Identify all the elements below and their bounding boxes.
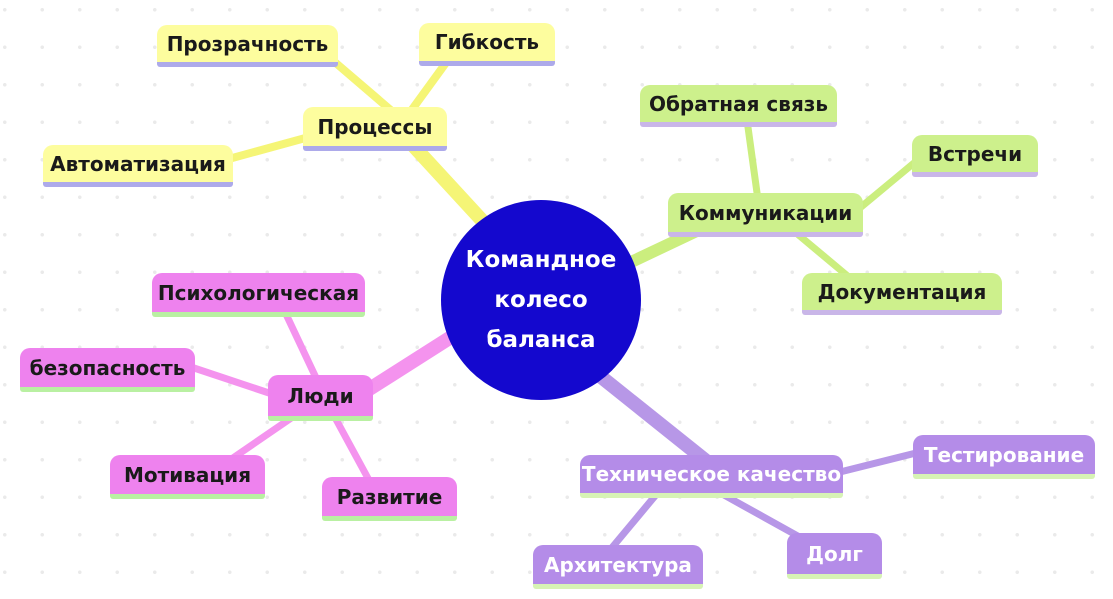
subtopic-label: Тестирование: [923, 442, 1085, 467]
central-topic-line1: Командное колесо: [465, 247, 617, 313]
subtopic-architecture[interactable]: Архитектура: [533, 545, 703, 589]
subtopic-safety[interactable]: безопасность: [20, 348, 195, 392]
subtopic-debt[interactable]: Долг: [787, 533, 882, 579]
subtopic-label: Психологическая: [157, 280, 360, 305]
branch-line-techquality-main: [588, 365, 712, 467]
subtopic-transparency[interactable]: Прозрачность: [157, 25, 338, 67]
branch-line-development: [328, 408, 374, 486]
topic-label: Люди: [287, 383, 354, 408]
subtopic-motivation[interactable]: Мотивация: [110, 455, 265, 499]
subtopic-label: безопасность: [29, 355, 186, 380]
subtopic-automation[interactable]: Автоматизация: [43, 145, 233, 187]
topic-technical-quality[interactable]: Техническое качество: [580, 455, 843, 498]
branch-line-feedback: [743, 116, 762, 204]
topic-processes[interactable]: Процессы: [303, 107, 447, 151]
topic-label: Техническое качество: [581, 462, 842, 486]
branch-line-psychological: [281, 308, 322, 386]
topic-label: Процессы: [317, 114, 433, 139]
subtopic-meetings[interactable]: Встречи: [912, 135, 1038, 177]
branch-line-architecture: [606, 486, 664, 554]
branch-line-safety: [184, 362, 279, 399]
branch-line-meetings: [851, 154, 924, 216]
branch-line-documentation: [791, 228, 854, 282]
subtopic-label: Мотивация: [123, 462, 252, 487]
subtopic-flexibility[interactable]: Гибкость: [419, 23, 555, 66]
topic-people[interactable]: Люди: [268, 375, 373, 421]
subtopic-label: Автоматизация: [50, 151, 226, 176]
subtopic-label: Развитие: [336, 484, 443, 509]
subtopic-label: Встречи: [927, 141, 1023, 166]
branch-line-testing: [836, 448, 924, 476]
topic-label: Коммуникации: [678, 200, 853, 225]
central-topic[interactable]: Командное колесо баланса: [441, 200, 641, 400]
subtopic-feedback[interactable]: Обратная связь: [640, 85, 837, 127]
subtopic-label: Долг: [806, 541, 863, 566]
subtopic-development[interactable]: Развитие: [322, 477, 457, 521]
topic-communications[interactable]: Коммуникации: [668, 193, 863, 237]
subtopic-testing[interactable]: Тестирование: [913, 435, 1095, 479]
branch-line-debt: [711, 486, 809, 544]
subtopic-label: Обратная связь: [648, 91, 829, 116]
subtopic-label: Гибкость: [434, 30, 540, 54]
subtopic-documentation[interactable]: Документация: [802, 273, 1002, 315]
subtopic-label: Прозрачность: [166, 31, 329, 56]
subtopic-label: Документация: [817, 279, 987, 304]
central-topic-line2: баланса: [486, 327, 596, 353]
subtopic-label: Архитектура: [544, 552, 692, 577]
branch-line-flexibility: [404, 56, 452, 119]
subtopic-psychological[interactable]: Психологическая: [152, 273, 365, 317]
